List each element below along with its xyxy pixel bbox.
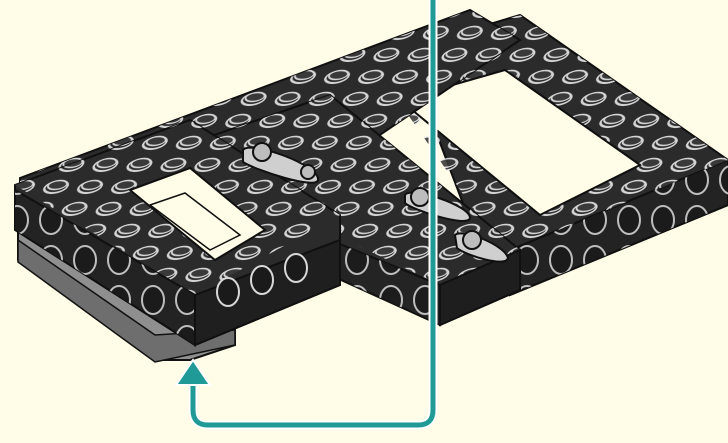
lego-assembly-illustration xyxy=(0,0,728,443)
instruction-diagram xyxy=(0,0,728,443)
